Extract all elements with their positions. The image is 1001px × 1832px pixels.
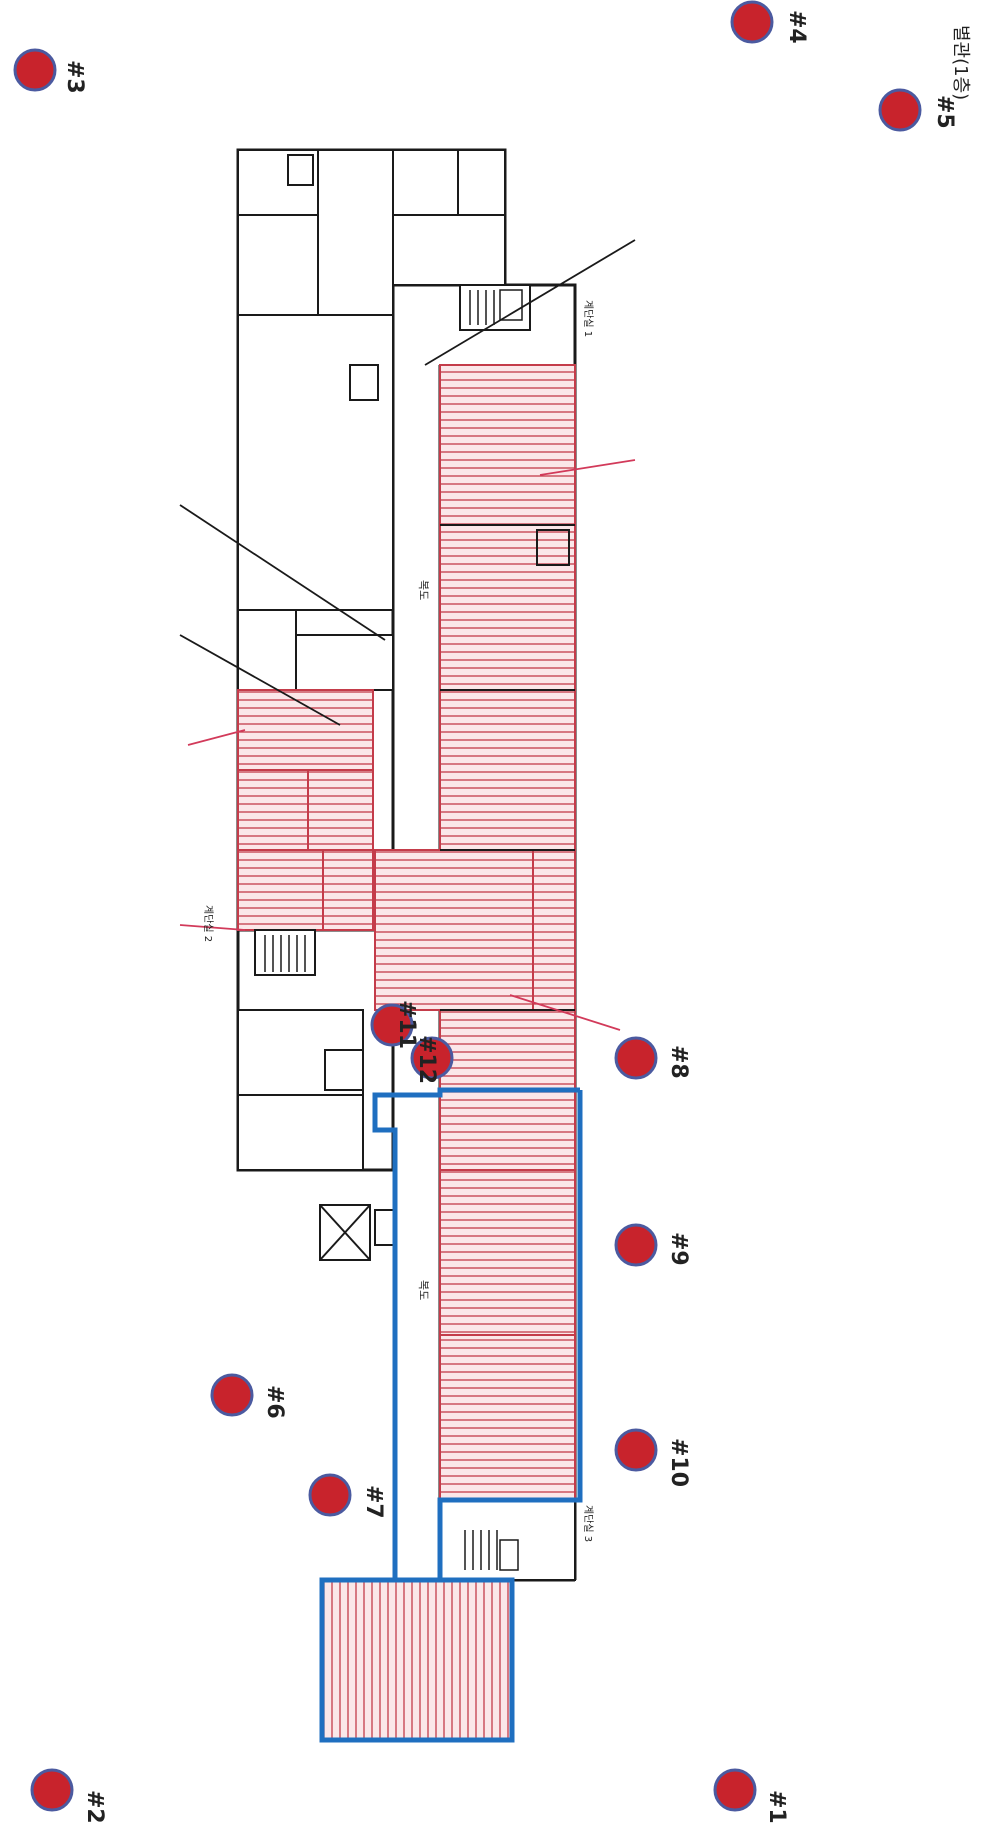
marker-dot (878, 88, 922, 132)
building-label: 별관(1층) (950, 25, 971, 100)
right-hatched-rooms (374, 364, 576, 1501)
stair-bottom-right (439, 1499, 576, 1581)
marker-label: #2 (82, 1790, 107, 1824)
marker-12: #12 (410, 1035, 454, 1084)
marker-5: #5 (878, 88, 957, 132)
bottom-annex-room (319, 1577, 515, 1743)
marker-dot (614, 1036, 658, 1080)
location-markers: #1 #2 #3 #4 #5 #6 #7 #8 #9 #10 #11#12 (13, 0, 957, 1824)
marker-7: #7 (308, 1473, 386, 1519)
marker-3: #3 (13, 48, 87, 94)
marker-6: #6 (210, 1373, 287, 1419)
marker-dot (370, 1003, 414, 1047)
marker-9: #9 (614, 1223, 691, 1267)
stair-left-middle (254, 929, 316, 976)
marker-dot (308, 1473, 352, 1517)
marker-label: #4 (784, 10, 809, 44)
marker-label: #10 (666, 1438, 691, 1487)
marker-label: #7 (361, 1485, 386, 1519)
marker-dot (730, 0, 774, 44)
marker-dot (30, 1768, 74, 1812)
corridor-label-upper: 복도 (417, 580, 430, 600)
left-wing-hatched-rooms (237, 689, 374, 931)
marker-label: #3 (62, 60, 87, 94)
marker-dot (410, 1036, 454, 1080)
marker-label: #1 (764, 1790, 789, 1824)
marker-4: #4 (730, 0, 809, 44)
marker-1: #1 (713, 1768, 789, 1824)
right-upper-rooms (392, 149, 506, 286)
right-room-walls (440, 524, 575, 1011)
marker-label: #5 (932, 95, 957, 129)
marker-11: #11 (370, 1000, 419, 1049)
stair-label-bottom: 계단실 3 (582, 1505, 594, 1542)
stair-label-mid: 계단실 2 (202, 905, 214, 942)
marker-8: #8 (614, 1036, 691, 1080)
stair-label-top: 계단실 1 (582, 300, 594, 337)
marker-label: #8 (666, 1045, 691, 1079)
marker-dot (210, 1373, 254, 1417)
pointer-lines (179, 239, 636, 1031)
marker-label: #6 (262, 1385, 287, 1419)
marker-label: #12 (414, 1035, 439, 1084)
marker-2: #2 (30, 1768, 107, 1824)
marker-dot (614, 1428, 658, 1472)
marker-dot (13, 48, 57, 92)
marker-dot (713, 1768, 757, 1812)
corridor-label-lower: 복도 (417, 1280, 430, 1300)
marker-label: #11 (394, 1000, 419, 1049)
marker-dot (614, 1223, 658, 1267)
marker-label: #9 (666, 1232, 691, 1266)
marker-10: #10 (614, 1428, 691, 1487)
